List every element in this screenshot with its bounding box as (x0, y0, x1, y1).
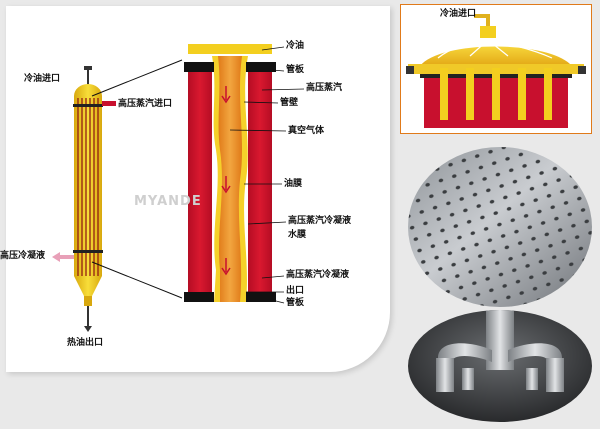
watermark-logo: MYANDE (134, 194, 202, 209)
left-exchanger (52, 66, 116, 332)
distributor-diagram (406, 14, 586, 128)
left-hp-steam-inlet-label: 高压蒸汽进口 (118, 99, 173, 109)
vacuum-gas-label: 真空气体 (288, 126, 325, 136)
distributor-interior-photo (408, 310, 592, 422)
tube-sheet-top-label: 管板 (286, 65, 305, 75)
tube-sheet-photo (408, 147, 592, 307)
tube-wall-label: 管壁 (280, 98, 299, 108)
outlet-label: 出口 (286, 286, 305, 296)
left-hot-oil-outlet-label: 热油出口 (67, 338, 104, 348)
distributor-inlet-label: 冷油进口 (440, 9, 477, 19)
hp-condensate-label: 高压蒸汽冷凝液 (288, 216, 352, 226)
exchanger-diagram (52, 44, 305, 332)
hp-steam-label: 高压蒸汽 (306, 83, 343, 93)
hp-condensate-2-label: 高压蒸汽冷凝液 (286, 270, 350, 280)
left-cold-oil-inlet-label: 冷油进口 (24, 74, 61, 84)
cold-oil-label: 冷油 (286, 41, 305, 51)
tube-sheet-bottom-label: 管板 (286, 298, 305, 308)
oil-film-label: 油膜 (284, 179, 303, 189)
tube-detail (184, 44, 305, 304)
left-hp-condensate-label: 高压冷凝液 (0, 251, 46, 261)
water-film-label: 水膜 (288, 230, 307, 240)
